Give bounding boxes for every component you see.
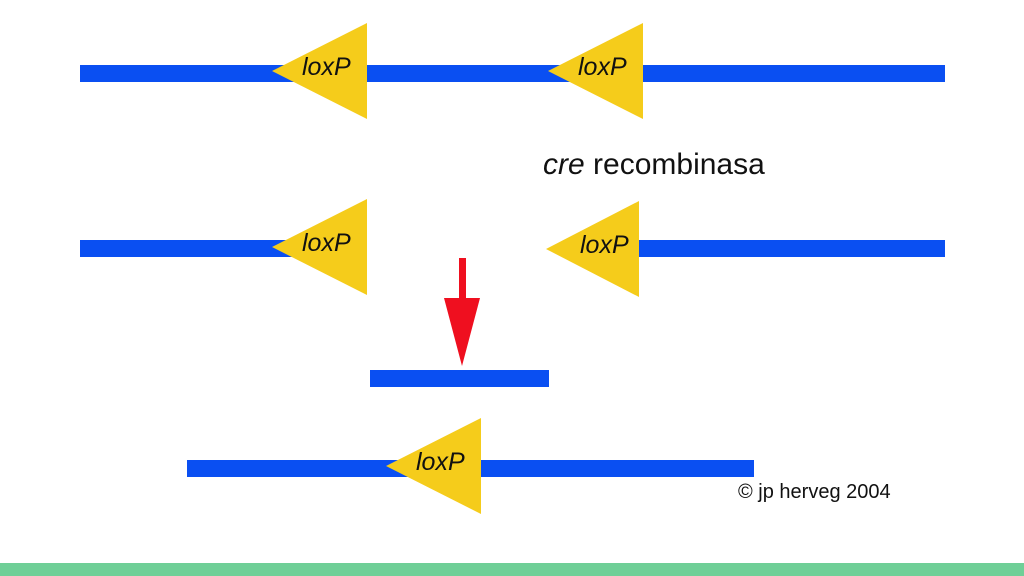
copyright-credit: © jp herveg 2004 [738,481,891,503]
down-arrow-icon [444,258,480,366]
enzyme-name: recombinasa [593,148,765,181]
enzyme-label: cre recombinasa [543,148,765,182]
loxp-triangle-icon [546,201,639,297]
dna-strand-original [80,65,945,82]
loxp-triangle-icon [386,418,481,514]
dna-strand-left-cut [80,240,310,257]
loxp-site: loxP [548,23,644,119]
loxp-site: loxP [272,199,368,295]
loxp-triangle-icon [548,23,643,119]
loxp-label: loxP [416,448,465,476]
loxp-label: loxP [580,231,629,259]
loxp-label: loxP [302,229,351,257]
dna-strand-right-cut [600,240,945,257]
loxp-site: loxP [386,418,482,514]
loxp-site: loxP [546,201,642,297]
footer-accent-bar [0,563,1024,576]
loxp-label: loxP [302,53,351,81]
loxp-site: loxP [272,23,368,119]
enzyme-gene-name: cre [543,148,585,181]
loxp-triangle-icon [272,199,367,295]
excised-dna-fragment [370,370,549,387]
loxp-triangle-icon [272,23,367,119]
loxp-label: loxP [578,53,627,81]
